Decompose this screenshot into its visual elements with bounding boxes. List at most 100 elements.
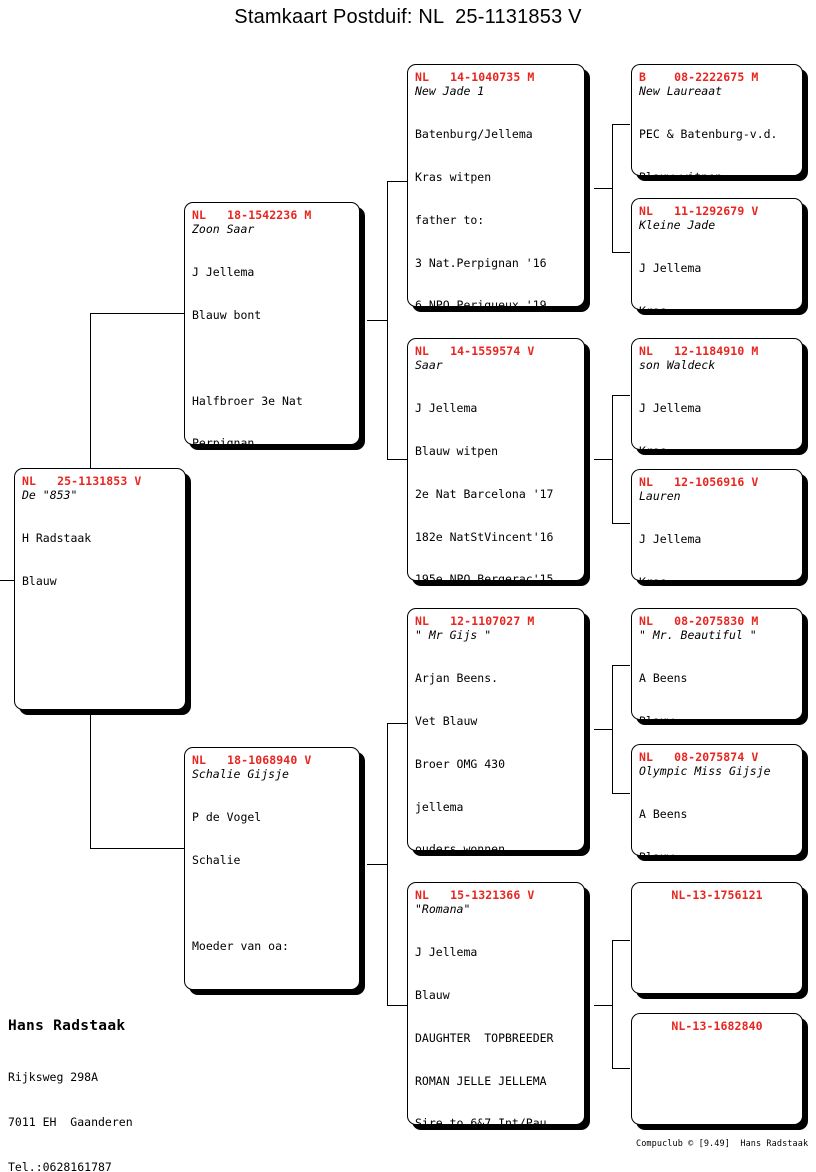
node-grandparent-ff[interactable]: NL 14-1040735 M New Jade 1 Batenburg/Jel…	[407, 64, 585, 307]
connector-gpfm-trunk	[612, 395, 613, 523]
node-great-grandparent-6[interactable]: NL 08-2075874 V Olympic Miss Gijsje A Be…	[631, 744, 803, 856]
connector-father-stub	[367, 320, 387, 321]
node-subject[interactable]: NL 25-1131853 V De "853" H Radstaak Blau…	[14, 468, 186, 710]
detail-line	[192, 981, 352, 989]
node-father[interactable]: NL 18-1542236 M Zoon Saar J Jellema Blau…	[184, 202, 360, 445]
detail-line: 3 Nat.Perpignan '16	[415, 255, 547, 270]
node-grandparent-fm-nickname: Saar	[415, 358, 443, 372]
detail-line: P de Vogel	[192, 809, 262, 824]
detail-line: J Jellema	[192, 264, 255, 279]
detail-line: Arjan Beens.	[415, 670, 499, 685]
detail-line: Blauw bont	[192, 307, 262, 322]
node-mother[interactable]: NL 18-1068940 V Schalie Gijsje P de Voge…	[184, 747, 360, 990]
connector-subject-stub	[0, 580, 18, 581]
detail-line: J Jellema	[415, 400, 478, 415]
node-grandparent-mf-nickname: " Mr Gijs "	[415, 628, 492, 642]
node-grandparent-mm[interactable]: NL 15-1321366 V "Romana" J Jellema Blauw…	[407, 882, 585, 1125]
connector-gpff-to-ggp2	[612, 252, 630, 253]
connector-gpmm-to-ggp7	[612, 940, 630, 941]
node-grandparent-mm-ring: NL 15-1321366 V	[415, 888, 535, 902]
detail-line: 195e NPO Bergerac'15	[415, 572, 554, 581]
node-father-nickname: Zoon Saar	[192, 222, 255, 236]
connector-gpmf-to-ggp5	[612, 665, 630, 666]
node-great-grandparent-1-ring: B 08-2222675 M	[639, 70, 759, 84]
connector-mother-to-gpmf	[387, 723, 407, 724]
node-mother-nickname: Schalie Gijsje	[192, 767, 289, 781]
node-mother-details: P de Vogel Schalie Moeder van oa: 190 NP…	[192, 781, 352, 989]
node-great-grandparent-4-ring: NL 12-1056916 V	[639, 475, 759, 489]
detail-line: Sire to 6&7 Int/Pau	[415, 1116, 547, 1125]
connector-gpff-to-ggp1	[612, 124, 630, 125]
node-great-grandparent-2-ring: NL 11-1292679 V	[639, 204, 759, 218]
owner-address-line-1: Rijksweg 298A	[8, 1070, 99, 1084]
detail-line: 2e Nat Barcelona '17	[415, 486, 554, 501]
detail-line: Kras	[639, 304, 795, 309]
detail-line: Blauw	[639, 714, 795, 719]
connector-gpmm-trunk	[612, 940, 613, 1068]
owner-phone: Tel.:0628161787	[8, 1160, 112, 1172]
detail-line: J Jellema	[415, 944, 478, 959]
detail-line: A Beens	[639, 806, 688, 821]
node-father-details: J Jellema Blauw bont Halfbroer 3e Nat Pe…	[192, 236, 352, 445]
detail-line: J Jellema	[639, 400, 702, 415]
node-great-grandparent-5[interactable]: NL 08-2075830 M " Mr. Beautiful " A Been…	[631, 608, 803, 720]
detail-line: Blauw	[639, 850, 795, 855]
node-grandparent-fm[interactable]: NL 14-1559574 V Saar J Jellema Blauw wit…	[407, 338, 585, 581]
connector-father-to-gpfm	[387, 459, 407, 460]
node-grandparent-mf-ring: NL 12-1107027 M	[415, 614, 535, 628]
connector-gpfm-stub	[594, 459, 612, 460]
detail-line: Moeder van oa:	[192, 938, 289, 953]
node-great-grandparent-2[interactable]: NL 11-1292679 V Kleine Jade J Jellema Kr…	[631, 198, 803, 310]
node-great-grandparent-7[interactable]: NL-13-1756121	[631, 882, 803, 994]
detail-line: Vet Blauw	[415, 713, 478, 728]
connector-gpmm-to-ggp8	[612, 1068, 630, 1069]
node-great-grandparent-5-ring: NL 08-2075830 M	[639, 614, 759, 628]
detail-line: Perpignan	[192, 436, 255, 445]
node-grandparent-ff-nickname: New Jade 1	[415, 84, 485, 98]
connector-gpmf-trunk	[612, 665, 613, 793]
detail-line: Schalie	[192, 852, 241, 867]
node-grandparent-mm-details: J Jellema Blauw DAUGHTER TOPBREEDER ROMA…	[415, 916, 577, 1125]
node-great-grandparent-7-ring: NL-13-1756121	[671, 888, 763, 902]
detail-line: Kras	[639, 444, 795, 449]
node-great-grandparent-3-details: J Jellema Kras vader van: 2e Nat Barcelo…	[639, 372, 795, 449]
detail-line: father to:	[415, 212, 485, 227]
node-mother-ring: NL 18-1068940 V	[192, 753, 312, 767]
connector-mother-to-gpmm	[387, 1005, 407, 1006]
detail-line: DAUGHTER TOPBREEDER	[415, 1030, 554, 1045]
node-great-grandparent-8-ring: NL-13-1682840	[671, 1019, 763, 1033]
node-great-grandparent-1-nickname: New Laureaat	[639, 84, 723, 98]
node-grandparent-mf[interactable]: NL 12-1107027 M " Mr Gijs " Arjan Beens.…	[407, 608, 585, 851]
node-great-grandparent-5-nickname: " Mr. Beautiful "	[639, 628, 757, 642]
detail-line: Broer OMG 430	[415, 756, 506, 771]
detail-line: A Beens	[639, 670, 688, 685]
owner-name: Hans Radstaak	[8, 1018, 126, 1034]
node-great-grandparent-4-nickname: Lauren	[639, 489, 681, 503]
connector-gpmf-to-ggp6	[612, 793, 630, 794]
detail-line: ROMAN JELLE JELLEMA	[415, 1073, 547, 1088]
detail-line: ouders wonnen,	[415, 842, 512, 851]
node-subject-nickname: De "853"	[22, 488, 78, 502]
node-great-grandparent-1-details: PEC & Batenburg-v.d. Blauw witpen Golden…	[639, 98, 795, 175]
connector-gpff-trunk	[612, 124, 613, 252]
connector-gpfm-to-ggp3	[612, 395, 630, 396]
node-great-grandparent-2-details: J Jellema Kras 1e Int. Barcelona'14 32e …	[639, 232, 795, 309]
node-great-grandparent-3-ring: NL 12-1184910 M	[639, 344, 759, 358]
node-great-grandparent-6-nickname: Olympic Miss Gijsje	[639, 764, 771, 778]
node-great-grandparent-8[interactable]: NL-13-1682840	[631, 1013, 803, 1125]
node-great-grandparent-1[interactable]: B 08-2222675 M New Laureaat PEC & Batenb…	[631, 64, 803, 176]
detail-line: Blauw	[415, 987, 450, 1002]
node-subject-ring: NL 25-1131853 V	[22, 474, 142, 488]
detail-line: Blauw witpen	[639, 170, 795, 175]
detail-line: H Radstaak	[22, 530, 92, 545]
detail-line: jellema	[415, 799, 464, 814]
owner-address-line-2: 7011 EH Gaanderen	[8, 1115, 133, 1129]
detail-line: Batenburg/Jellema	[415, 126, 533, 141]
detail-line: Halfbroer 3e Nat	[192, 393, 303, 408]
node-great-grandparent-6-ring: NL 08-2075874 V	[639, 750, 759, 764]
connector-mother-trunk	[387, 723, 388, 1005]
node-great-grandparent-3[interactable]: NL 12-1184910 M son Waldeck J Jellema Kr…	[631, 338, 803, 450]
detail-line: J Jellema	[639, 531, 702, 546]
detail-line: PEC & Batenburg-v.d.	[639, 126, 778, 141]
node-great-grandparent-4[interactable]: NL 12-1056916 V Lauren J Jellema Kras 6e…	[631, 469, 803, 581]
